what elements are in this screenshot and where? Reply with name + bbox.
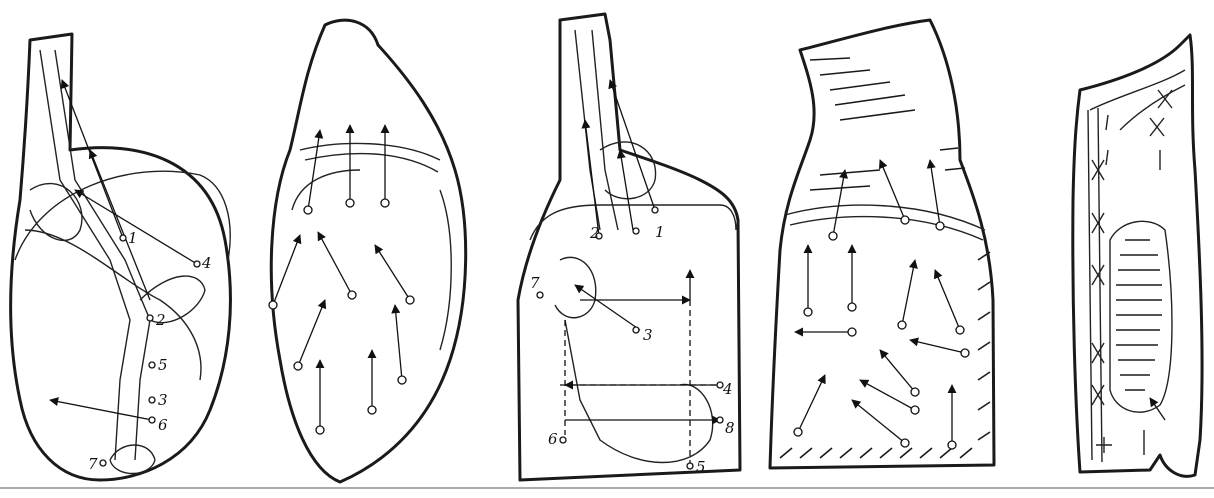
panel-3-label-8: 8 [725, 419, 735, 437]
panel-5-cross-marks [1092, 90, 1172, 453]
panel-1-label-3: 3 [158, 391, 168, 409]
panel-3-label-3: 3 [643, 326, 653, 344]
panel-1-ham-bone: 1 2 4 5 3 6 7 [11, 34, 231, 480]
panel-2-ham-exterior [269, 20, 466, 482]
panel-1-label-7: 7 [88, 455, 98, 473]
panel-4-shoulder-exterior [770, 20, 994, 468]
panel-3-label-7: 7 [530, 274, 540, 292]
panel-1-label-5: 5 [158, 356, 168, 374]
panel-3-label-1: 1 [655, 223, 665, 241]
panel-1-label-2: 2 [155, 311, 166, 329]
panel-1-label-6: 6 [158, 416, 168, 434]
panel-3-label-4: 4 [722, 380, 733, 398]
panel-3-label-2: 2 [589, 224, 600, 242]
panel-5-loin-side [1073, 35, 1202, 476]
panel-1-label-4: 4 [201, 254, 212, 272]
panel-5-rib-hatching [1116, 240, 1162, 390]
panel-3-shoulder-bone: 1 2 7 3 4 6 8 5 [518, 14, 740, 480]
panel-3-label-6: 6 [548, 430, 558, 448]
panel-1-label-1: 1 [128, 229, 138, 247]
panel-3-label-5: 5 [696, 458, 706, 476]
